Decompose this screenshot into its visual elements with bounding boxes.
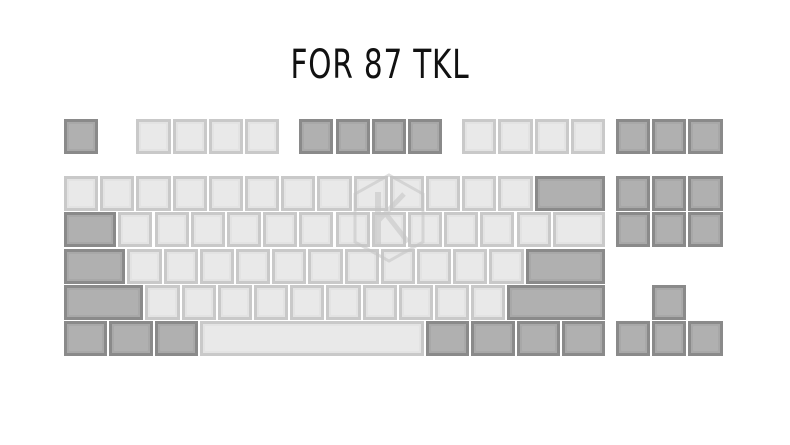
function-row-key-2 <box>136 119 171 154</box>
number-row-key-13 <box>498 176 533 211</box>
function-row-key-13 <box>570 119 605 154</box>
number-row-key-12 <box>462 176 497 211</box>
k-hexagon-logo-icon <box>353 173 425 263</box>
home-row-key-2 <box>127 249 162 284</box>
qwerty-row-key-15 <box>616 212 651 247</box>
qwerty-row-key-2 <box>118 212 153 247</box>
qwerty-row-key-10 <box>407 212 443 247</box>
number-row-key-2 <box>100 176 135 211</box>
qwerty-row-key-17 <box>688 212 723 247</box>
shift-row-key-8 <box>362 285 397 320</box>
home-row-key-1 <box>64 249 126 284</box>
number-row-key-17 <box>688 176 723 211</box>
qwerty-row-key-6 <box>263 212 298 247</box>
home-row-key-4 <box>199 249 234 284</box>
bottom-row-key-7 <box>516 321 560 356</box>
qwerty-row-key-8 <box>335 212 370 247</box>
home-row-key-8 <box>344 249 379 284</box>
number-row-key-7 <box>281 176 316 211</box>
number-row-key-5 <box>208 176 243 211</box>
shift-row-key-10 <box>435 285 470 320</box>
number-row-key-16 <box>652 176 687 211</box>
function-row-key-4 <box>208 119 243 154</box>
qwerty-row-key-3 <box>154 212 189 247</box>
number-row-key-4 <box>172 176 207 211</box>
bottom-row-key-8 <box>561 321 605 356</box>
shift-row-key-9 <box>398 285 434 320</box>
function-row-key-16 <box>688 119 723 154</box>
shift-row-key-2 <box>145 285 180 320</box>
bottom-row-key-11 <box>688 321 723 356</box>
shift-row-key-3 <box>181 285 216 320</box>
shift-row-key-7 <box>326 285 361 320</box>
home-row-key-11 <box>453 249 488 284</box>
shift-row-key-6 <box>290 285 325 320</box>
function-row-key-7 <box>335 119 370 154</box>
function-row-key-6 <box>299 119 334 154</box>
function-row-key-14 <box>616 119 651 154</box>
number-row-key-3 <box>136 176 171 211</box>
home-row-key-7 <box>308 249 343 284</box>
qwerty-row-key-14 <box>552 212 605 247</box>
qwerty-row-key-5 <box>226 212 262 247</box>
number-row-key-14 <box>534 176 605 211</box>
qwerty-row-key-11 <box>444 212 479 247</box>
shift-row-key-13 <box>652 285 687 320</box>
function-row-key-5 <box>245 119 280 154</box>
home-row-key-12 <box>489 249 524 284</box>
number-row-key-6 <box>245 176 280 211</box>
shift-row-key-4 <box>217 285 253 320</box>
page-title: FOR 87 TKL <box>290 42 470 88</box>
qwerty-row-key-4 <box>190 212 225 247</box>
shift-row-key-11 <box>471 285 506 320</box>
function-row-key-10 <box>462 119 497 154</box>
function-row-key-1 <box>64 119 99 154</box>
bottom-row-key-4 <box>199 321 424 356</box>
number-row-key-15 <box>616 176 651 211</box>
bottom-row-key-6 <box>471 321 515 356</box>
home-row-key-6 <box>272 249 307 284</box>
function-row-key-15 <box>652 119 687 154</box>
home-row-key-13 <box>525 249 605 284</box>
qwerty-row-key-16 <box>652 212 687 247</box>
function-row-key-3 <box>172 119 207 154</box>
shift-row-key-12 <box>507 285 605 320</box>
bottom-row-key-3 <box>154 321 198 356</box>
bottom-row-key-5 <box>426 321 470 356</box>
home-row-key-3 <box>163 249 198 284</box>
number-row-key-1 <box>64 176 99 211</box>
function-row-key-11 <box>498 119 533 154</box>
function-row-key-9 <box>407 119 443 154</box>
bottom-row-key-2 <box>109 321 153 356</box>
number-row-key-8 <box>317 176 352 211</box>
bottom-row-key-9 <box>616 321 651 356</box>
shift-row-key-5 <box>254 285 289 320</box>
bottom-row-key-10 <box>652 321 687 356</box>
qwerty-row-key-1 <box>64 212 117 247</box>
qwerty-row-key-7 <box>299 212 334 247</box>
function-row-key-8 <box>371 119 406 154</box>
qwerty-row-key-13 <box>516 212 551 247</box>
function-row-key-12 <box>534 119 569 154</box>
home-row-key-5 <box>235 249 271 284</box>
shift-row-key-1 <box>64 285 144 320</box>
qwerty-row-key-12 <box>480 212 515 247</box>
number-row-key-11 <box>426 176 461 211</box>
bottom-row-key-1 <box>64 321 108 356</box>
home-row-key-10 <box>416 249 452 284</box>
